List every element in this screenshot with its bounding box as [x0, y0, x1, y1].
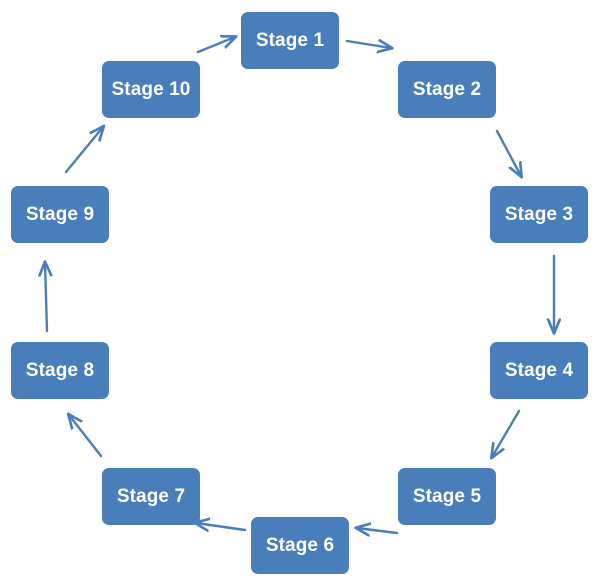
node-label: Stage 2 — [412, 79, 482, 100]
node-label: Stage 10 — [111, 79, 191, 100]
node-label: Stage 7 — [116, 486, 186, 507]
arrow-1-2-connector — [345, 41, 391, 48]
node-label: Stage 9 — [25, 204, 95, 225]
node-label: Stage 8 — [25, 360, 95, 381]
node-label: Stage 1 — [255, 30, 325, 51]
node-stage-9[interactable]: Stage 9 — [11, 186, 109, 243]
node-stage-10[interactable]: Stage 10 — [102, 61, 200, 118]
node-stage-7[interactable]: Stage 7 — [102, 468, 200, 525]
arrow-9-10-connector — [64, 127, 103, 174]
arrow-6-7-connector — [196, 523, 247, 530]
node-stage-3[interactable]: Stage 3 — [490, 186, 588, 243]
arrow-7-8-connector — [69, 415, 103, 458]
node-stage-8[interactable]: Stage 8 — [11, 342, 109, 399]
node-stage-4[interactable]: Stage 4 — [490, 342, 588, 399]
node-stage-6[interactable]: Stage 6 — [251, 517, 349, 574]
node-label: Stage 6 — [265, 535, 335, 556]
node-stage-5[interactable]: Stage 5 — [398, 468, 496, 525]
arrow-8-9-connector — [45, 263, 47, 333]
node-label: Stage 4 — [504, 360, 574, 381]
arrow-5-6-connector — [357, 528, 399, 533]
arrow-2-3-connector — [495, 129, 521, 176]
node-label: Stage 3 — [504, 204, 574, 225]
arrow-10-1-connector — [196, 37, 235, 54]
node-stage-2[interactable]: Stage 2 — [398, 61, 496, 118]
node-stage-1[interactable]: Stage 1 — [241, 12, 339, 69]
node-label: Stage 5 — [412, 486, 482, 507]
arrow-4-5-connector — [492, 409, 521, 457]
